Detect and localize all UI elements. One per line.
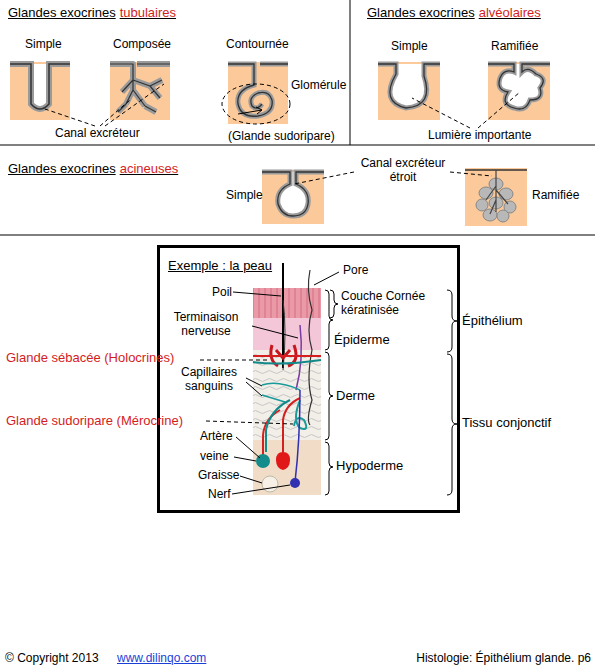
gland-type: Simple: [391, 40, 428, 54]
part-label: (Glande sudoripare): [228, 130, 335, 144]
footer-text: © Copyright 2013: [5, 652, 99, 666]
heading-text: alvéolaires: [479, 5, 541, 20]
part-label: Poil: [212, 286, 232, 300]
part-label: Artère: [200, 430, 233, 444]
heading-text: Glandes exocrines: [367, 5, 475, 20]
part-label: Capillaires sanguins: [172, 366, 246, 394]
gland-type: Composée: [113, 38, 171, 52]
layer-label: Couche Cornée kératinisée: [341, 290, 449, 318]
gland-type: Simple: [25, 38, 62, 52]
heading-text: Exemple : la peau: [168, 258, 272, 273]
part-label: Lumière importante: [428, 129, 531, 143]
panel-heading: Glandes exocrines tubulaires: [8, 5, 176, 20]
gland-panel: Glandes exocrines tubulaires: [0, 0, 350, 145]
skin-section: [200, 263, 457, 495]
part-label: Nerf: [208, 488, 231, 502]
gland-drawings: [10, 62, 550, 226]
part-label: veine: [200, 450, 229, 464]
layer-label: Hypoderme: [336, 459, 403, 474]
heading-text: Glandes exocrines: [8, 5, 116, 20]
gland-label: Glande sudoripare (Mérocrine): [6, 414, 183, 429]
part-label: Pore: [343, 264, 368, 278]
gland-panel: Glandes exocrines acineuses: [0, 145, 595, 235]
heading-text: acineuses: [120, 161, 179, 176]
tissue-label: Épithélium: [462, 314, 523, 329]
part-label: Canal excréteur: [55, 127, 140, 141]
gland-type: Simple: [226, 189, 263, 203]
panel-heading: Glandes exocrines alvéolaires: [367, 5, 541, 20]
gland-label: Glande sébacée (Holocrines): [6, 351, 174, 366]
tissue-label: Tissu conjonctif: [462, 416, 551, 431]
part-label: Canal excréteur étroit: [352, 157, 454, 185]
footer-text: Histologie: Épithélium glande. p6: [416, 652, 591, 666]
panel-heading: Exemple : la peau: [168, 258, 272, 273]
panel-heading: Glandes exocrines acineuses: [8, 161, 178, 176]
part-label: Glomérule: [291, 79, 346, 93]
heading-text: tubulaires: [120, 5, 176, 20]
gland-type: Ramifiée: [532, 189, 579, 203]
heading-text: Glandes exocrines: [8, 161, 116, 176]
gland-panel: Glandes exocrines alvéolaires: [350, 0, 595, 145]
layer-label: Épiderme: [334, 333, 390, 348]
gland-type: Contournée: [226, 38, 289, 52]
frame-lines: [0, 0, 595, 235]
footer-link: www.dilinqo.com: [117, 652, 206, 666]
part-label: Graisse: [198, 469, 239, 483]
part-label: Terminaison nerveuse: [160, 311, 252, 339]
layer-label: Derme: [336, 389, 375, 404]
gland-type: Ramifiée: [491, 40, 538, 54]
